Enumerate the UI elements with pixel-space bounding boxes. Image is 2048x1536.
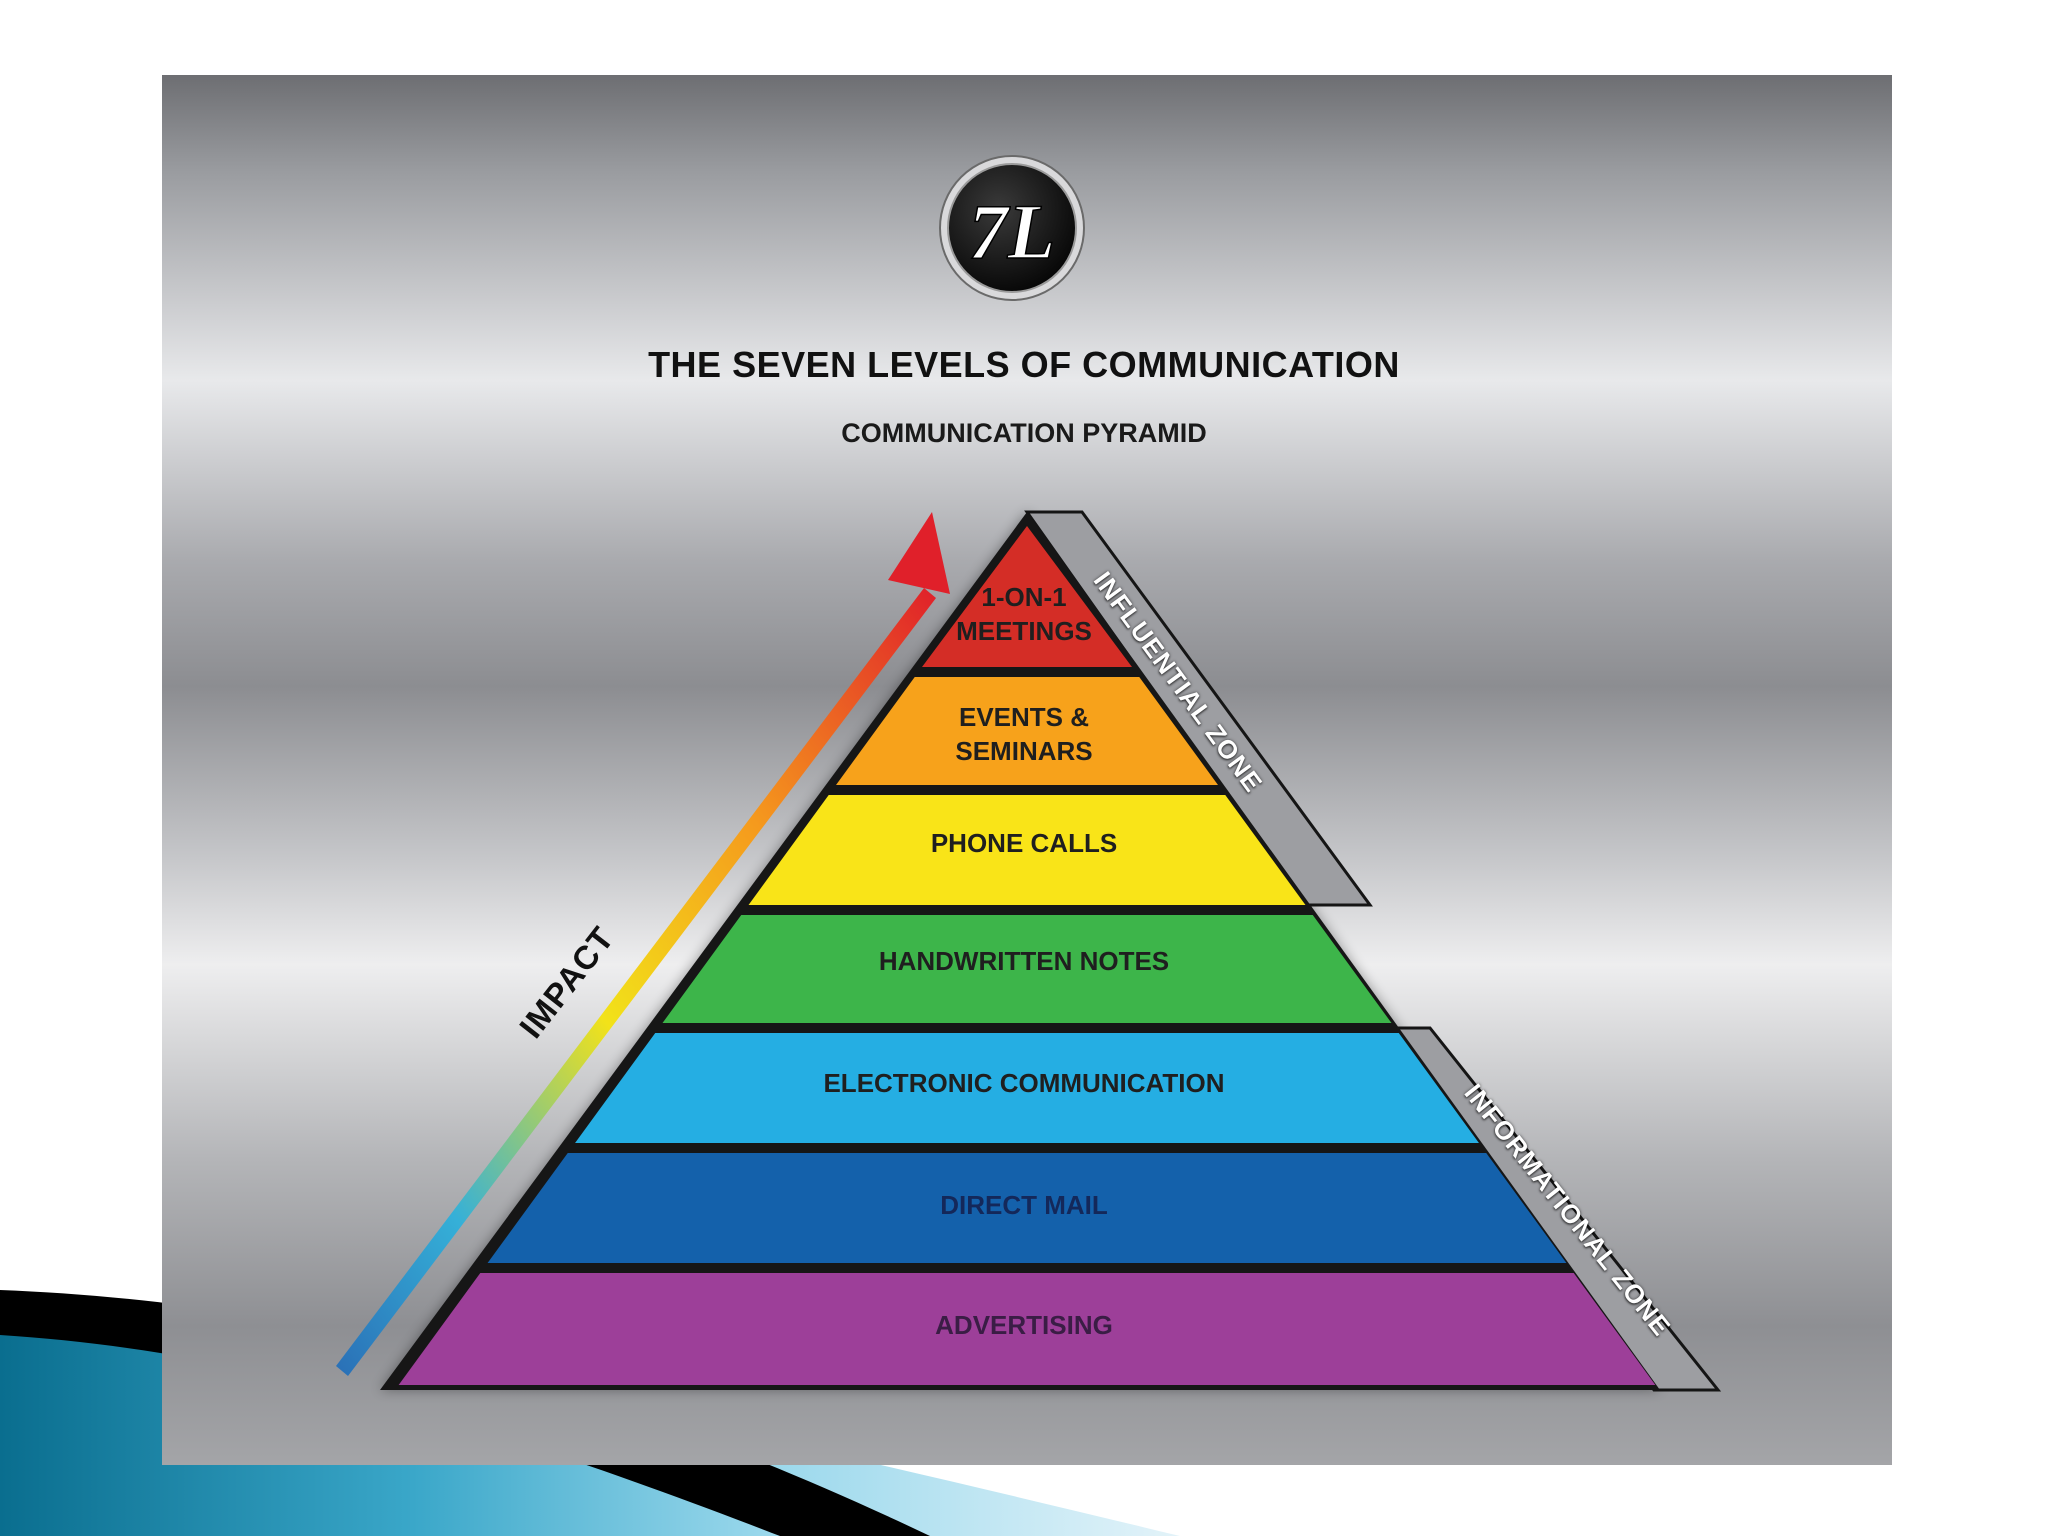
level-electronic-communication: [575, 1033, 1479, 1143]
impact-arrow: [336, 512, 950, 1376]
level-label-text: PHONE CALLS: [930, 828, 1118, 858]
logo-text: 7L: [969, 188, 1056, 275]
diagram-title: THE SEVEN LEVELS OF COMMUNICATION: [648, 344, 1400, 385]
level-1on1-meetings: [922, 526, 1132, 667]
7l-logo: 7L: [939, 155, 1085, 301]
level-label-text: HANDWRITTEN NOTES: [878, 946, 1170, 976]
level-label-text: ELECTRONIC COMMUNICATION: [823, 1068, 1225, 1098]
level-direct-mail: [487, 1153, 1567, 1263]
level-label-events: EVENTS & SEMINARS: [764, 700, 1284, 768]
pyramid-levels: [380, 512, 1660, 1390]
level-label-handwritten: HANDWRITTEN NOTES: [764, 944, 1284, 978]
level-label-phone: PHONE CALLS: [764, 826, 1284, 860]
level-label-text: DIRECT MAIL: [940, 1190, 1108, 1220]
level-label-direct-mail: DIRECT MAIL: [764, 1188, 1284, 1222]
level-advertising: [398, 1273, 1656, 1385]
level-label-electronic: ELECTRONIC COMMUNICATION: [764, 1066, 1284, 1100]
level-label-text: 1-ON-1 MEETINGS: [956, 582, 1092, 646]
diagram-subtitle: COMMUNICATION PYRAMID: [841, 418, 1207, 448]
level-label-1on1: 1-ON-1 MEETINGS: [764, 580, 1284, 648]
level-label-advertising: ADVERTISING: [764, 1308, 1284, 1342]
level-label-text: ADVERTISING: [935, 1310, 1113, 1340]
level-phone-calls: [748, 795, 1306, 905]
level-events-seminars: [836, 677, 1218, 785]
level-handwritten-notes: [662, 915, 1392, 1023]
level-label-text: EVENTS & SEMINARS: [955, 702, 1093, 766]
